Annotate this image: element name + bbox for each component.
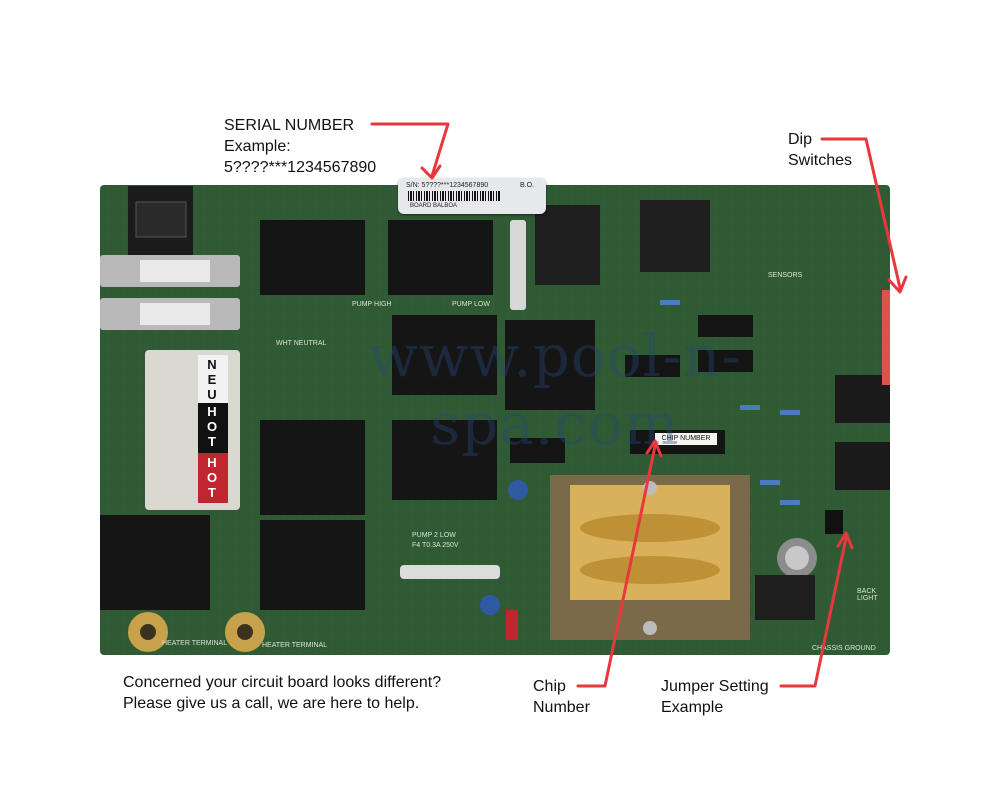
relay-heater-1: [260, 420, 365, 515]
barcode-icon: [408, 191, 500, 201]
heater-terminal-label-1: HEATER TERMINAL: [162, 640, 228, 647]
serial-number-sticker: S/N: 5????***1234567890 B.O. BOARD BALBO…: [398, 178, 546, 214]
help-message-line2: Please give us a call, we are here to he…: [123, 695, 420, 712]
serial-sticker-text: S/N: 5????***1234567890: [406, 182, 489, 189]
neu-label: NEU: [204, 357, 220, 402]
serial-arrow: [370, 122, 450, 178]
hot-label-1: HOT: [204, 404, 220, 449]
relay-bottom-left: [100, 515, 210, 610]
pump2-low-label: PUMP 2 LOW: [412, 532, 456, 539]
jumper-setting-line2: Example: [661, 699, 724, 716]
relay-circ: [505, 320, 595, 410]
regulator: [755, 575, 815, 620]
ic-4: [510, 438, 565, 463]
fuse-center: [510, 220, 526, 310]
jack-2: [835, 442, 890, 490]
serial-number-example-label: Example:: [224, 138, 291, 155]
dip-arrowhead: [887, 275, 908, 294]
serial-arrowhead: [420, 164, 442, 180]
red-cap: [506, 610, 518, 640]
relay-pump-high: [260, 220, 365, 295]
relay-pump-low: [388, 220, 493, 295]
back-light-label: BACK LIGHT: [857, 588, 878, 602]
fuse-rating-label: F4 T0.3A 250V: [412, 542, 459, 549]
relay-small-right: [640, 200, 710, 272]
dip-switches-callout: Dip Switches: [788, 129, 852, 171]
relay-pump-2: [392, 315, 497, 395]
neu-tag: [198, 355, 228, 403]
chip-number-tag: CHIP NUMBER: [655, 433, 717, 445]
hot-tag-2: [198, 453, 228, 503]
ic-1: [698, 315, 753, 337]
blue-cap-2: [480, 595, 500, 615]
serial-number-title: SERIAL NUMBER: [224, 117, 355, 134]
pump-high-label: PUMP HIGH: [352, 301, 392, 308]
fuse-holders: [100, 255, 240, 330]
sensors-label: SENSORS: [768, 272, 803, 279]
jumper-setting-callout: Jumper Setting Example: [661, 676, 769, 718]
blue-cap-1: [508, 480, 528, 500]
hot-label-2: HOT: [204, 455, 220, 500]
jumper-setting-line1: Jumper Setting: [661, 678, 769, 695]
relay-heater-2: [260, 520, 365, 610]
relay-small-mid: [535, 205, 600, 285]
serial-sticker-brand: BOARD BALBOA: [410, 203, 458, 209]
serial-number-callout: SERIAL NUMBER Example: 5????***123456789…: [224, 115, 376, 178]
terminal-labels: NEU: [197, 354, 227, 405]
relay-blower: [392, 420, 497, 500]
wht-neutral-label: WHT NEUTRAL: [276, 340, 327, 347]
chip-number-line2: Number: [533, 699, 590, 716]
ic-3: [625, 355, 680, 377]
serial-number-example-value: 5????***1234567890: [224, 159, 377, 176]
help-message-line1: Concerned your circuit board looks diffe…: [123, 674, 442, 691]
heater-terminal-label-2: HEATER TERMINAL: [262, 642, 328, 649]
jack-1: [835, 375, 890, 423]
hot-tag-1: [198, 403, 228, 453]
dip-switches-line2: Switches: [788, 152, 853, 169]
dip-switches-line1: Dip: [788, 131, 813, 148]
help-message: Concerned your circuit board looks diffe…: [123, 672, 441, 714]
fuse-bottom: [400, 565, 500, 579]
chassis-ground-label: CHASSIS GROUND: [812, 645, 876, 652]
dip-switch-block: [882, 290, 890, 385]
chip-number-line1: Chip: [533, 678, 566, 695]
pump-low-label: PUMP LOW: [452, 301, 490, 308]
jumper-block: [825, 510, 843, 534]
serial-sticker-code: B.O.: [519, 182, 534, 189]
chip-number-callout: Chip Number: [533, 676, 590, 718]
ic-2: [698, 350, 753, 372]
